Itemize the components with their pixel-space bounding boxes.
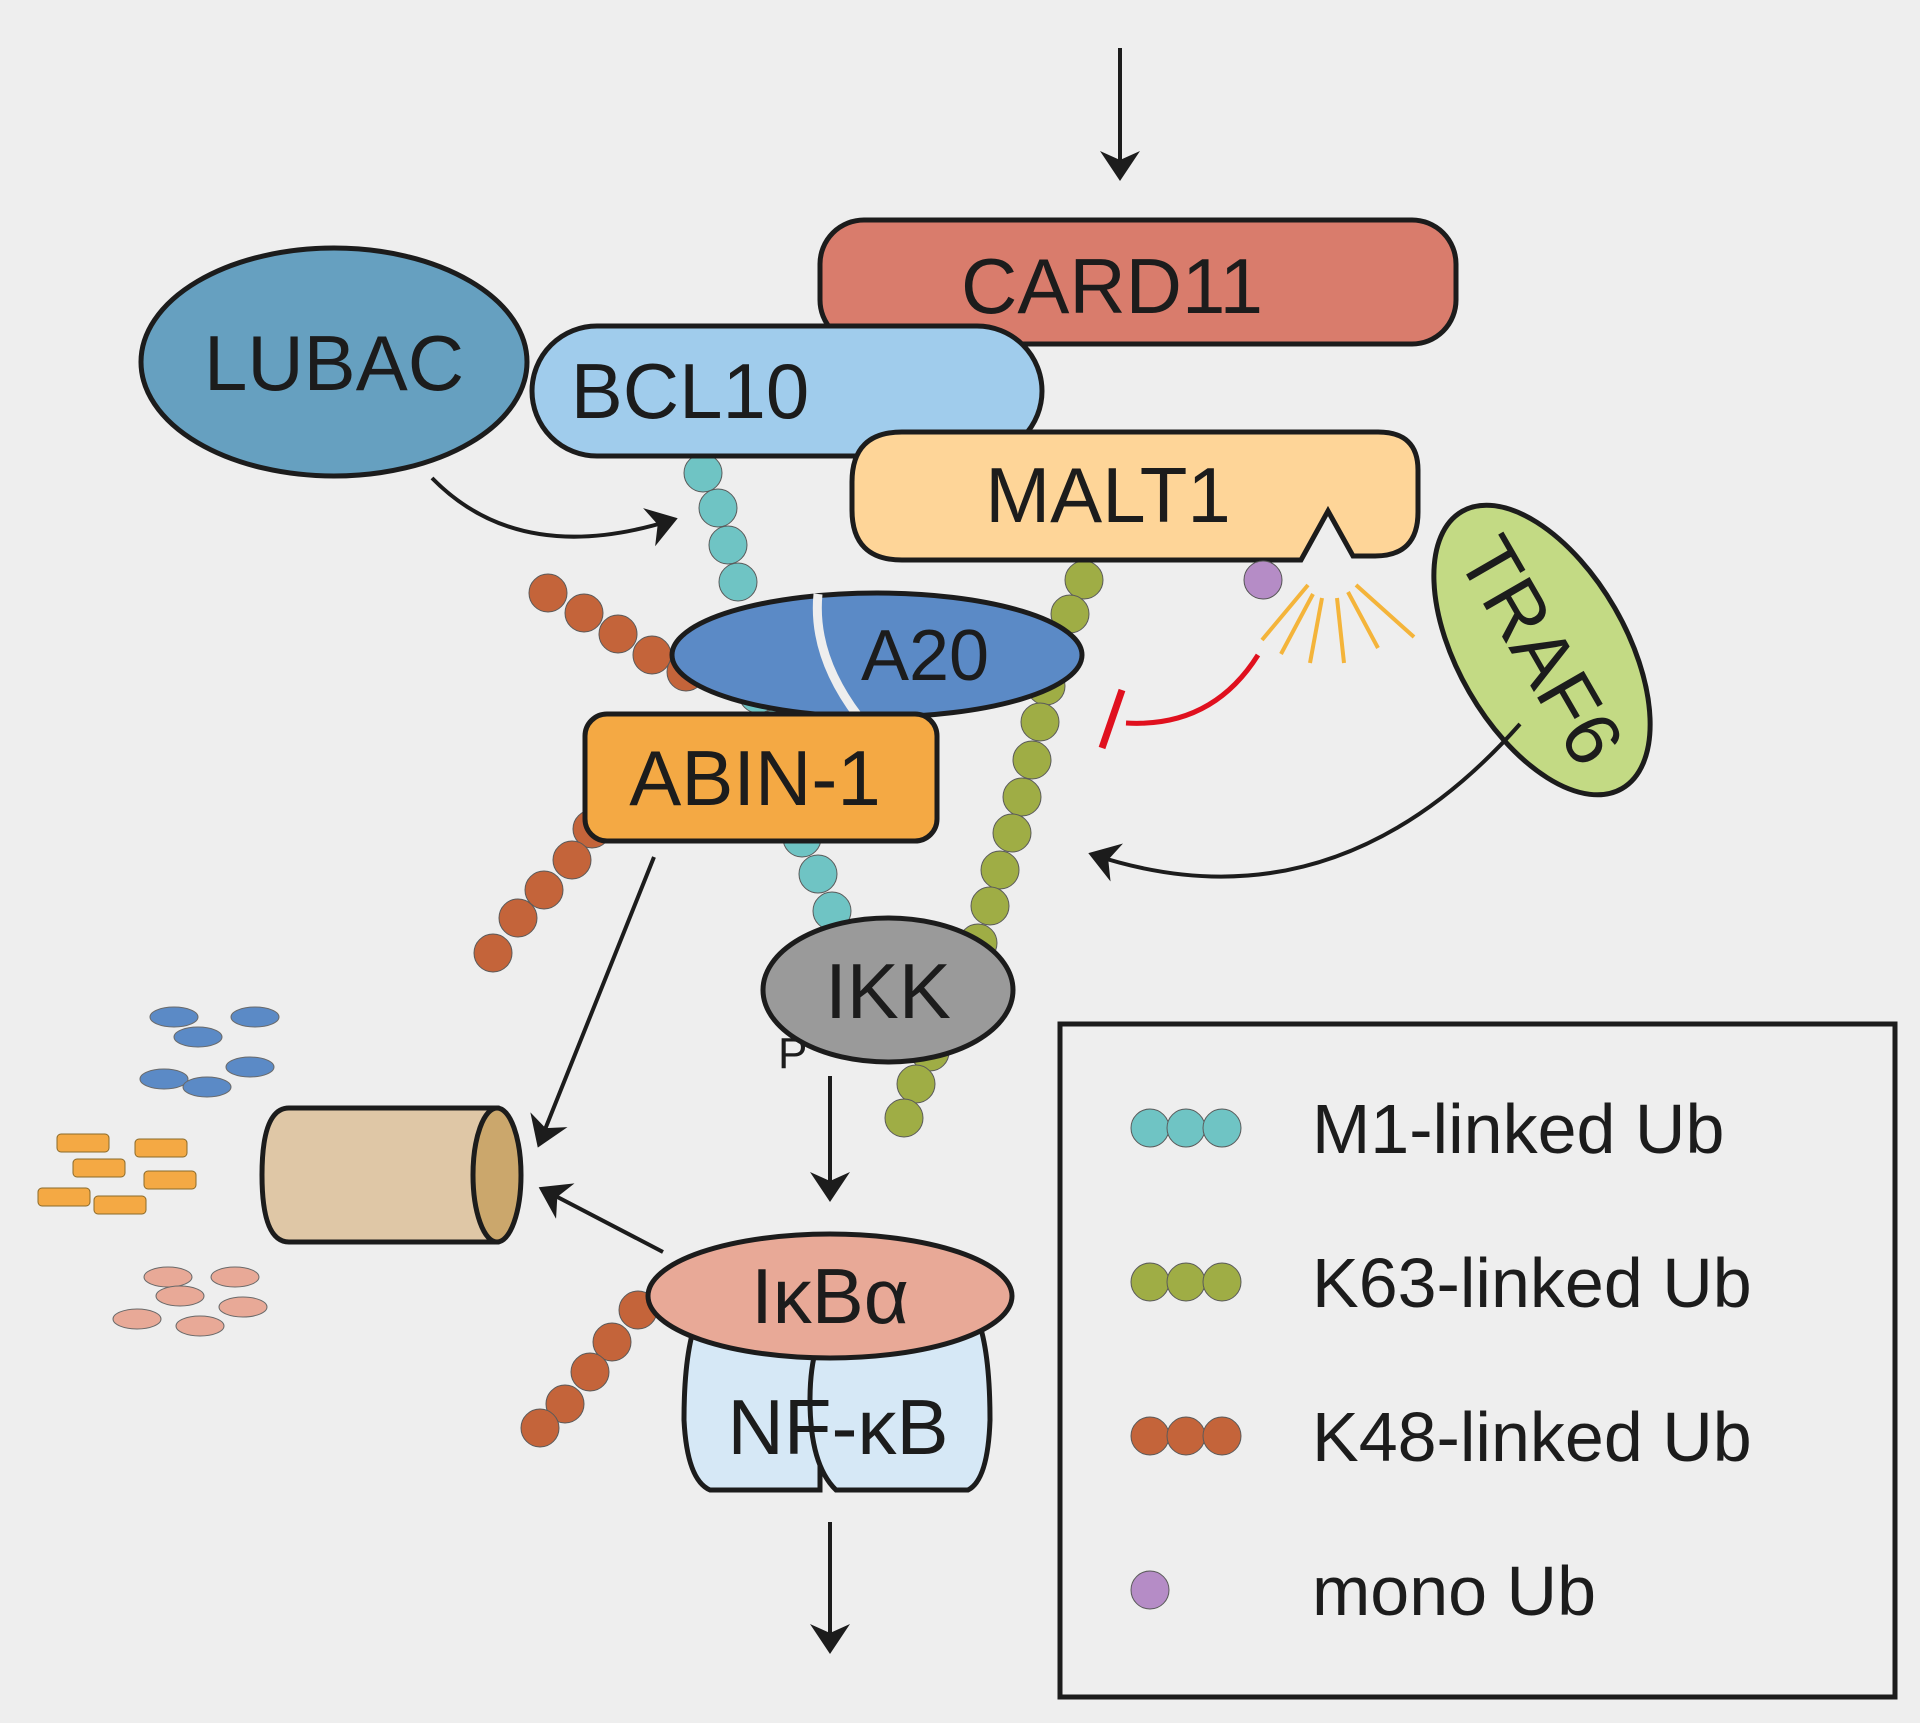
- legend: M1-linked Ub K63-linked Ub K48-linked Ub mo…: [1057, 1021, 1898, 1700]
- k63-ub-bead: [992, 813, 1032, 853]
- legend-bead: [1130, 1570, 1170, 1610]
- abin1-protein: ABIN-1: [582, 711, 940, 844]
- k48-ub-bead: [632, 635, 672, 675]
- legend-row: M1-linked Ub: [1130, 1090, 1724, 1168]
- m1-ub-bead: [708, 525, 748, 565]
- abin1-label: ABIN-1: [629, 734, 880, 822]
- k63-ub-bead: [1064, 560, 1104, 600]
- legend-row: K48-linked Ub: [1130, 1398, 1752, 1476]
- degradation-fragments: [37, 1006, 280, 1337]
- k48-ub-bead: [545, 1384, 585, 1424]
- peptide-fragment: [210, 1266, 260, 1288]
- lubac-label: LUBAC: [204, 319, 464, 407]
- k48-ub-bead: [473, 933, 513, 973]
- peptide-fragment: [182, 1076, 232, 1098]
- m1-ub-bead: [718, 562, 758, 602]
- k48-ub-bead: [598, 614, 638, 654]
- legend-row: mono Ub: [1130, 1552, 1596, 1630]
- a20-label: A20: [861, 616, 989, 696]
- traf6-to-k63-arrow: [1088, 722, 1522, 882]
- legend-box: [1057, 1021, 1898, 1700]
- peptide-fragment: [93, 1195, 147, 1215]
- k63-ub-bead: [980, 850, 1020, 890]
- malt1-label: MALT1: [985, 451, 1231, 539]
- k63-ub-bead: [970, 886, 1010, 926]
- k48-ub-bead: [552, 840, 592, 880]
- m1-ub-bead: [698, 488, 738, 528]
- k48-ub-bead: [592, 1322, 632, 1362]
- peptide-fragment: [230, 1006, 280, 1028]
- k63-ub-bead: [1020, 702, 1060, 742]
- peptide-fragment: [225, 1056, 275, 1078]
- peptide-fragment: [173, 1026, 223, 1048]
- peptide-fragment: [134, 1138, 188, 1158]
- legend-bead: [1202, 1416, 1242, 1456]
- legend-label: K63-linked Ub: [1312, 1244, 1752, 1322]
- peptide-fragment: [175, 1315, 225, 1337]
- ikk-label: IKK: [825, 947, 951, 1035]
- k48-ub-bead: [524, 870, 564, 910]
- legend-bead: [1166, 1262, 1206, 1302]
- malt1-protein: MALT1: [849, 429, 1421, 563]
- peptide-fragment: [143, 1170, 197, 1190]
- lubac-protein: LUBAC: [138, 245, 530, 479]
- peptide-fragment: [149, 1006, 199, 1028]
- abin1-to-proteasome-arrow: [530, 856, 656, 1148]
- peptide-fragment: [56, 1133, 110, 1153]
- k63-ub-bead: [896, 1064, 936, 1104]
- m1-ub-bead: [798, 854, 838, 894]
- k48-ub-bead: [570, 1352, 610, 1392]
- ikba-to-proteasome-arrow: [538, 1183, 664, 1254]
- peptide-fragment: [218, 1296, 268, 1318]
- legend-label: mono Ub: [1312, 1552, 1596, 1630]
- k48-ub-bead: [528, 573, 568, 613]
- k48-ub-bead: [564, 593, 604, 633]
- legend-bead: [1202, 1108, 1242, 1148]
- bcl10-protein: BCL10: [529, 323, 1045, 459]
- legend-bead: [1166, 1416, 1206, 1456]
- card11-protein: CARD11: [817, 217, 1459, 347]
- peptide-fragment: [72, 1158, 126, 1178]
- ikba-label: IκBα: [751, 1252, 909, 1340]
- peptide-fragment: [155, 1285, 205, 1307]
- k63-ub-bead: [1002, 777, 1042, 817]
- peptide-fragment: [37, 1187, 91, 1207]
- peptide-fragment: [112, 1308, 162, 1330]
- peptide-fragment: [139, 1068, 189, 1090]
- legend-label: M1-linked Ub: [1312, 1090, 1724, 1168]
- peptide-fragment: [143, 1266, 193, 1288]
- legend-bead: [1166, 1108, 1206, 1148]
- k48-ub-bead: [498, 898, 538, 938]
- cleavage-rays: [1260, 583, 1416, 664]
- bcl10-label: BCL10: [571, 347, 810, 435]
- mono-ub-bead: [1243, 560, 1283, 600]
- ikk-protein: IKK: [760, 915, 1016, 1065]
- a20-protein: A20: [669, 590, 1085, 720]
- legend-bead: [1130, 1416, 1170, 1456]
- legend-bead: [1130, 1108, 1170, 1148]
- k63-ub-bead: [884, 1098, 924, 1138]
- legend-bead: [1202, 1262, 1242, 1302]
- legend-bead: [1130, 1262, 1170, 1302]
- k48-ub-bead: [520, 1408, 560, 1448]
- legend-label: K48-linked Ub: [1312, 1398, 1752, 1476]
- card11-label: CARD11: [961, 242, 1263, 330]
- ikba-protein: IκBα: [645, 1231, 1015, 1361]
- legend-row: K63-linked Ub: [1130, 1244, 1752, 1322]
- k63-ub-bead: [1012, 740, 1052, 780]
- proteasome: [259, 1105, 524, 1245]
- phospho-label: P: [778, 1029, 807, 1078]
- a20-inhibition-line: [1098, 653, 1261, 750]
- nfkb-label: NF-κB: [728, 1383, 949, 1471]
- lubac-to-m1-arrow: [430, 476, 678, 547]
- m1-ub-bead: [683, 453, 723, 493]
- traf6-protein: TRAF6: [1431, 502, 1653, 798]
